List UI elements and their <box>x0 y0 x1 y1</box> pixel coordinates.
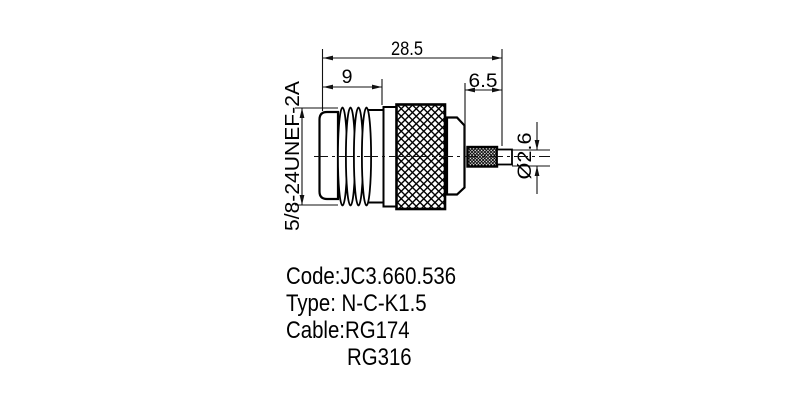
arrowhead <box>323 55 333 61</box>
cable-type-text: Cable:RG174 <box>286 317 410 344</box>
product-type-text: Type: N-C-K1.5 <box>286 290 427 317</box>
rear-bushing <box>445 116 466 196</box>
arrowhead <box>534 166 540 176</box>
arrowhead <box>492 87 502 93</box>
dim-body-length: 9 <box>323 66 383 105</box>
cable-type-2-text: RG316 <box>347 344 412 371</box>
dim-thread-spec: 5/8-24UNEF-2A <box>281 81 338 231</box>
dim-tail-length: 6.5 <box>464 70 502 146</box>
arrowhead <box>534 140 540 150</box>
knurled-grip <box>395 103 447 211</box>
front-coupling-face <box>318 110 340 201</box>
dim-overall-length: 28.5 <box>321 38 503 146</box>
dim-body-label: 9 <box>342 66 353 88</box>
arrowhead <box>299 195 305 205</box>
arrowhead <box>299 108 305 118</box>
arrowhead <box>323 84 333 90</box>
arrowhead <box>492 55 502 61</box>
product-code-text: Code:JC3.660.536 <box>286 263 457 290</box>
dim-tail-label: 6.5 <box>469 70 498 92</box>
thread-section <box>336 106 372 207</box>
arrowhead <box>465 87 475 93</box>
thread-spec-label: 5/8-24UNEF-2A <box>281 81 304 231</box>
dim-cable-diameter: Ø2.6 <box>512 122 550 194</box>
dim-overall-label: 28.5 <box>391 38 423 60</box>
connector-body-outline <box>318 103 513 211</box>
arrowhead <box>372 84 382 90</box>
